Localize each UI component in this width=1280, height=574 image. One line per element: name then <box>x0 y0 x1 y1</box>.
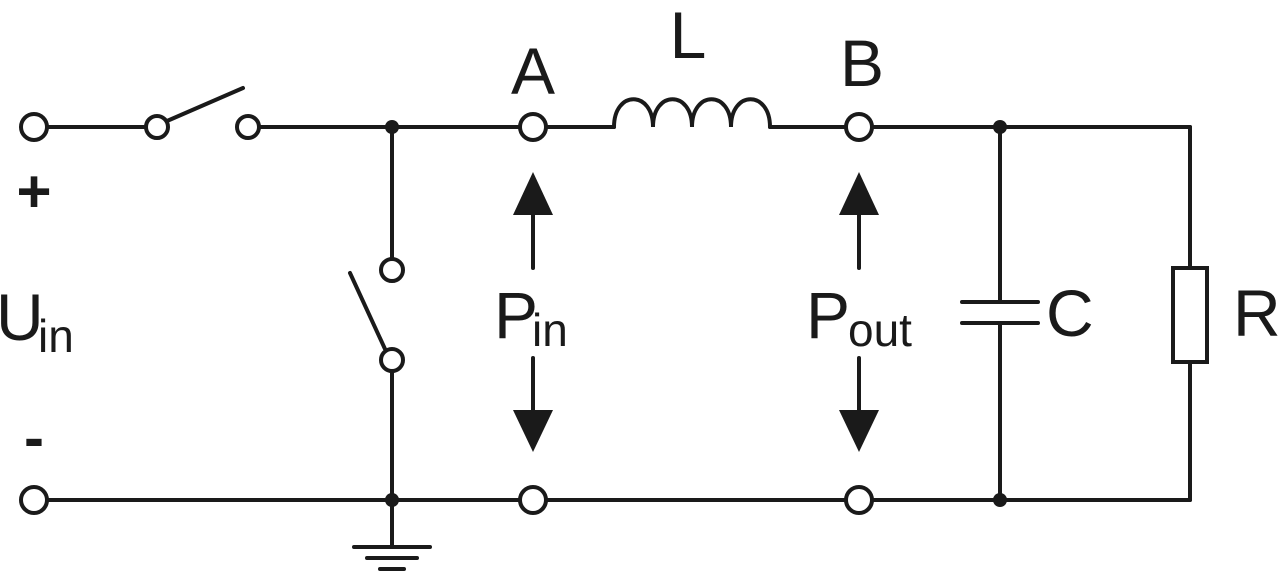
pout-arrows <box>839 172 879 452</box>
node-a-label: A <box>511 34 555 108</box>
pout-main: P <box>806 278 850 352</box>
minus-sign: - <box>24 404 44 471</box>
inductor-label: L <box>670 0 707 72</box>
arrow-up-icon <box>513 172 553 215</box>
pin-label: P in <box>494 278 568 356</box>
junction-dot <box>385 493 399 507</box>
node-b-terminal <box>844 112 874 142</box>
capacitor <box>960 125 1040 502</box>
uin-label: U in <box>0 280 74 362</box>
node-b-label: B <box>840 26 884 100</box>
inductor-coil <box>612 97 772 129</box>
arrow-down-icon <box>513 410 553 452</box>
uin-subscript: in <box>38 310 74 362</box>
resistor <box>1171 125 1209 502</box>
node-a-terminal <box>518 112 548 142</box>
ground-symbol <box>352 498 432 571</box>
input-terminal-plus <box>19 112 49 142</box>
input-terminal-minus <box>19 485 49 515</box>
pout-label: P out <box>806 278 912 356</box>
capacitor-label: C <box>1046 276 1094 350</box>
pin-main: P <box>494 278 538 352</box>
node-b-bottom-terminal <box>844 485 874 515</box>
node-a-bottom-terminal <box>518 485 548 515</box>
pin-arrows <box>513 172 553 452</box>
arrow-down-icon <box>839 410 879 452</box>
pin-subscript: in <box>532 304 568 356</box>
shunt-switch <box>348 125 405 502</box>
series-switch <box>144 86 261 140</box>
junction-dot <box>385 120 399 134</box>
pout-subscript: out <box>848 304 912 356</box>
uin-main: U <box>0 280 44 354</box>
resistor-label: R <box>1233 276 1280 350</box>
plus-sign: + <box>16 158 51 225</box>
arrow-up-icon <box>839 172 879 215</box>
